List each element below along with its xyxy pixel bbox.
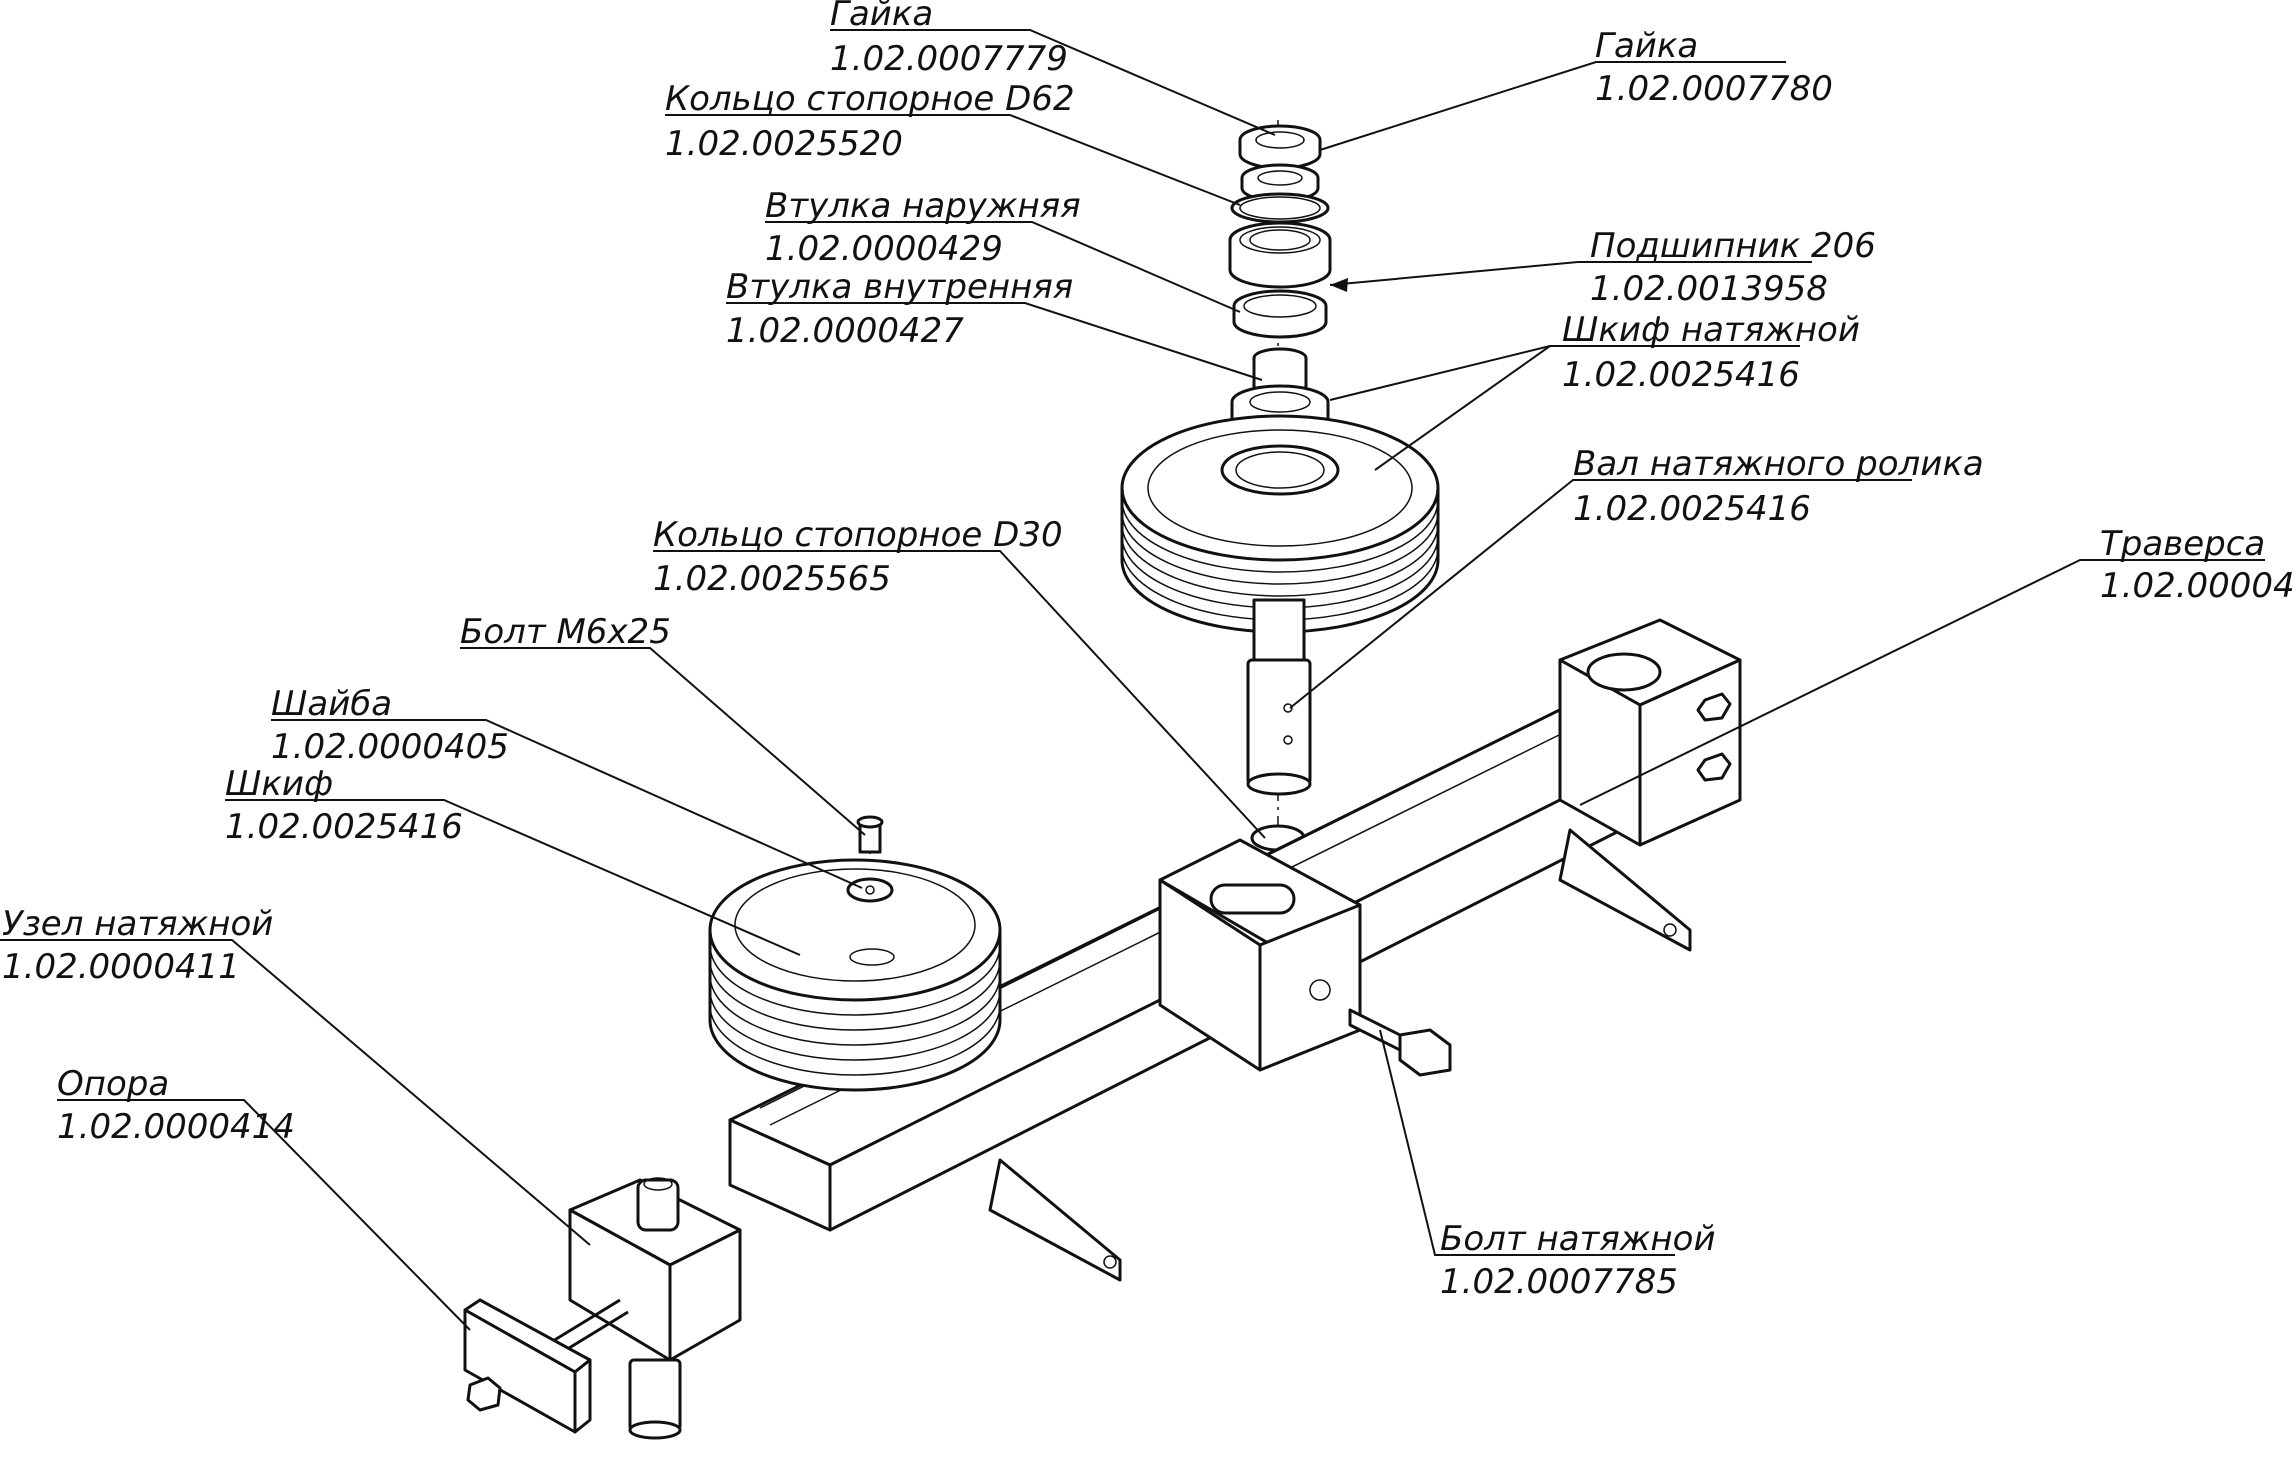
retaining-ring-d62-part (1230, 192, 1330, 224)
callout-crossbar-name: Траверса (2100, 524, 2265, 564)
callout-ring-d30: Кольцо стопорное D30 1.02.0025565 (653, 515, 1063, 599)
callout-tension-bolt-code: 1.02.0007785 (1440, 1262, 1678, 1302)
callout-ring-d62-code: 1.02.0025520 (665, 124, 903, 164)
bearing-206-part (1228, 221, 1332, 289)
callout-washer-code: 1.02.0000405 (271, 727, 509, 767)
callout-nut-1-code: 1.02.0007779 (830, 39, 1068, 79)
tension-unit-part (529, 1177, 742, 1440)
callout-bearing: Подшипник 206 1.02.0013958 (1590, 226, 1876, 309)
callout-ring-d62-name: Кольцо стопорное D62 (665, 79, 1075, 119)
outer-bush-part (1232, 289, 1328, 339)
callout-pulley-tension: Шкиф натяжной 1.02.0025416 (1562, 310, 1860, 395)
callout-bush-outer-name: Втулка наружняя (765, 186, 1081, 226)
callout-support-name: Опора (57, 1064, 169, 1104)
callout-bush-outer: Втулка наружняя 1.02.0000429 (765, 186, 1081, 269)
callout-nut-2: Гайка 1.02.0007780 (1595, 26, 1833, 109)
callout-bush-inner: Втулка внутренняя 1.02.0000427 (726, 267, 1073, 351)
callout-pulley-tension-name: Шкиф натяжной (1562, 310, 1860, 350)
callout-pulley-code: 1.02.0025416 (225, 807, 463, 847)
callout-nut-2-code: 1.02.0007780 (1595, 69, 1833, 109)
callout-bush-inner-code: 1.02.0000427 (726, 311, 964, 351)
callout-bolt-m6-name: Болт М6х25 (460, 612, 671, 652)
callout-washer: Шайба 1.02.0000405 (271, 684, 509, 767)
callout-bearing-name: Подшипник 206 (1590, 226, 1876, 266)
callout-nut-2-name: Гайка (1595, 26, 1698, 66)
callout-tension-unit-name: Узел натяжной (2, 904, 273, 944)
callout-nut-1: Гайка 1.02.0007779 (830, 0, 1068, 79)
callout-roller-shaft: Вал натяжного ролика 1.02.0025416 (1573, 444, 1984, 529)
callout-tension-unit-code: 1.02.0000411 (2, 947, 240, 987)
callout-bolt-m6: Болт М6х25 (460, 612, 671, 652)
callout-nut-1-name: Гайка (830, 0, 933, 34)
left-pulley-part (708, 858, 1002, 1092)
callout-bush-outer-code: 1.02.0000429 (765, 229, 1003, 269)
callout-ring-d30-code: 1.02.0025565 (653, 559, 891, 599)
callout-pulley-tension-code: 1.02.0025416 (1562, 355, 1800, 395)
callout-ring-d62: Кольцо стопорное D62 1.02.0025520 (665, 79, 1075, 164)
callout-tension-bolt: Болт натяжной 1.02.0007785 (1440, 1219, 1716, 1302)
tension-bolt-part (1348, 1008, 1452, 1077)
callout-roller-shaft-name: Вал натяжного ролика (1573, 444, 1984, 484)
callout-support: Опора 1.02.0000414 (57, 1064, 295, 1147)
roller-shaft-part (1246, 598, 1312, 796)
callout-washer-name: Шайба (271, 684, 392, 724)
leader-lines (0, 29, 2265, 1331)
callout-support-code: 1.02.0000414 (57, 1107, 295, 1147)
callout-ring-d30-name: Кольцо стопорное D30 (653, 515, 1063, 555)
support-plate-part (463, 1298, 592, 1434)
callout-roller-shaft-code: 1.02.0025416 (1573, 489, 1811, 529)
callout-pulley: Шкиф 1.02.0025416 (225, 764, 463, 847)
callout-tension-unit: Узел натяжной 1.02.0000411 (2, 904, 273, 987)
callout-tension-bolt-name: Болт натяжной (1440, 1219, 1716, 1259)
callout-crossbar: Траверса 1.02.0000409 (2100, 524, 2296, 606)
callout-pulley-name: Шкиф (225, 764, 333, 804)
nut-top-part (1238, 124, 1322, 170)
bolt-m6-part (856, 815, 884, 854)
callout-bush-inner-name: Втулка внутренняя (726, 267, 1073, 307)
callout-crossbar-code: 1.02.0000409 (2100, 566, 2296, 606)
callout-bearing-code: 1.02.0013958 (1590, 269, 1828, 309)
